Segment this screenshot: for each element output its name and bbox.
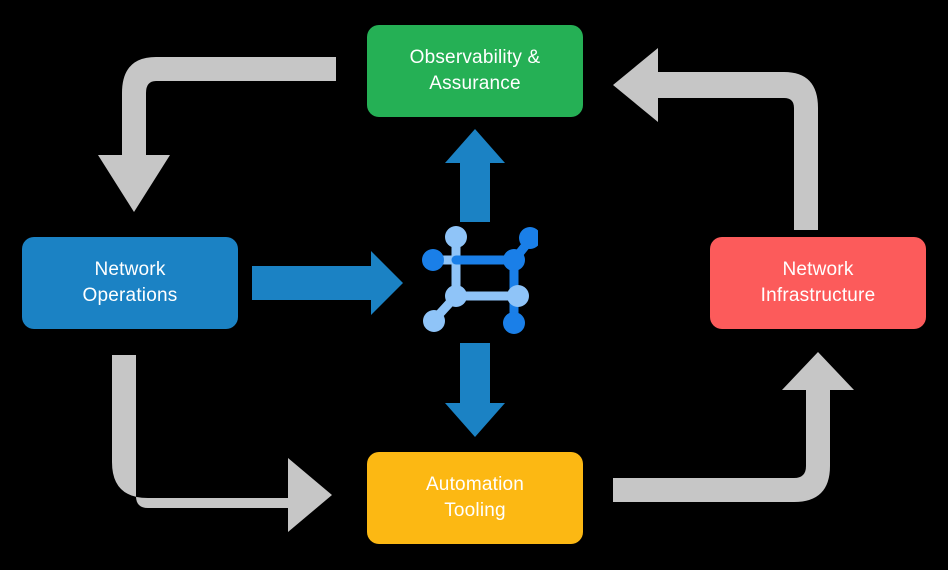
box-automation-tooling[interactable]: Automation Tooling [367,452,583,544]
box-network-operations[interactable]: Network Operations [22,237,238,329]
arrow-center-to-automation-tooling [445,343,505,437]
arrow-center-to-observability [445,129,505,222]
arrow-network-infrastructure-to-observability [613,48,818,230]
arrow-observability-to-network-operations [98,57,336,212]
box-network-infrastructure[interactable]: Network Infrastructure [710,237,926,329]
arrow-automation-tooling-to-network-infrastructure [613,352,854,502]
topology-links-light [429,233,519,325]
topology-nodes-dark [422,227,538,334]
arrow-network-operations-to-automation-tooling [112,355,332,532]
topology-nodes-light [423,226,529,332]
network-topology-icon [422,226,538,334]
box-observability-and-assurance[interactable]: Observability & Assurance [367,25,583,117]
arrow-network-operations-to-center [252,251,403,315]
